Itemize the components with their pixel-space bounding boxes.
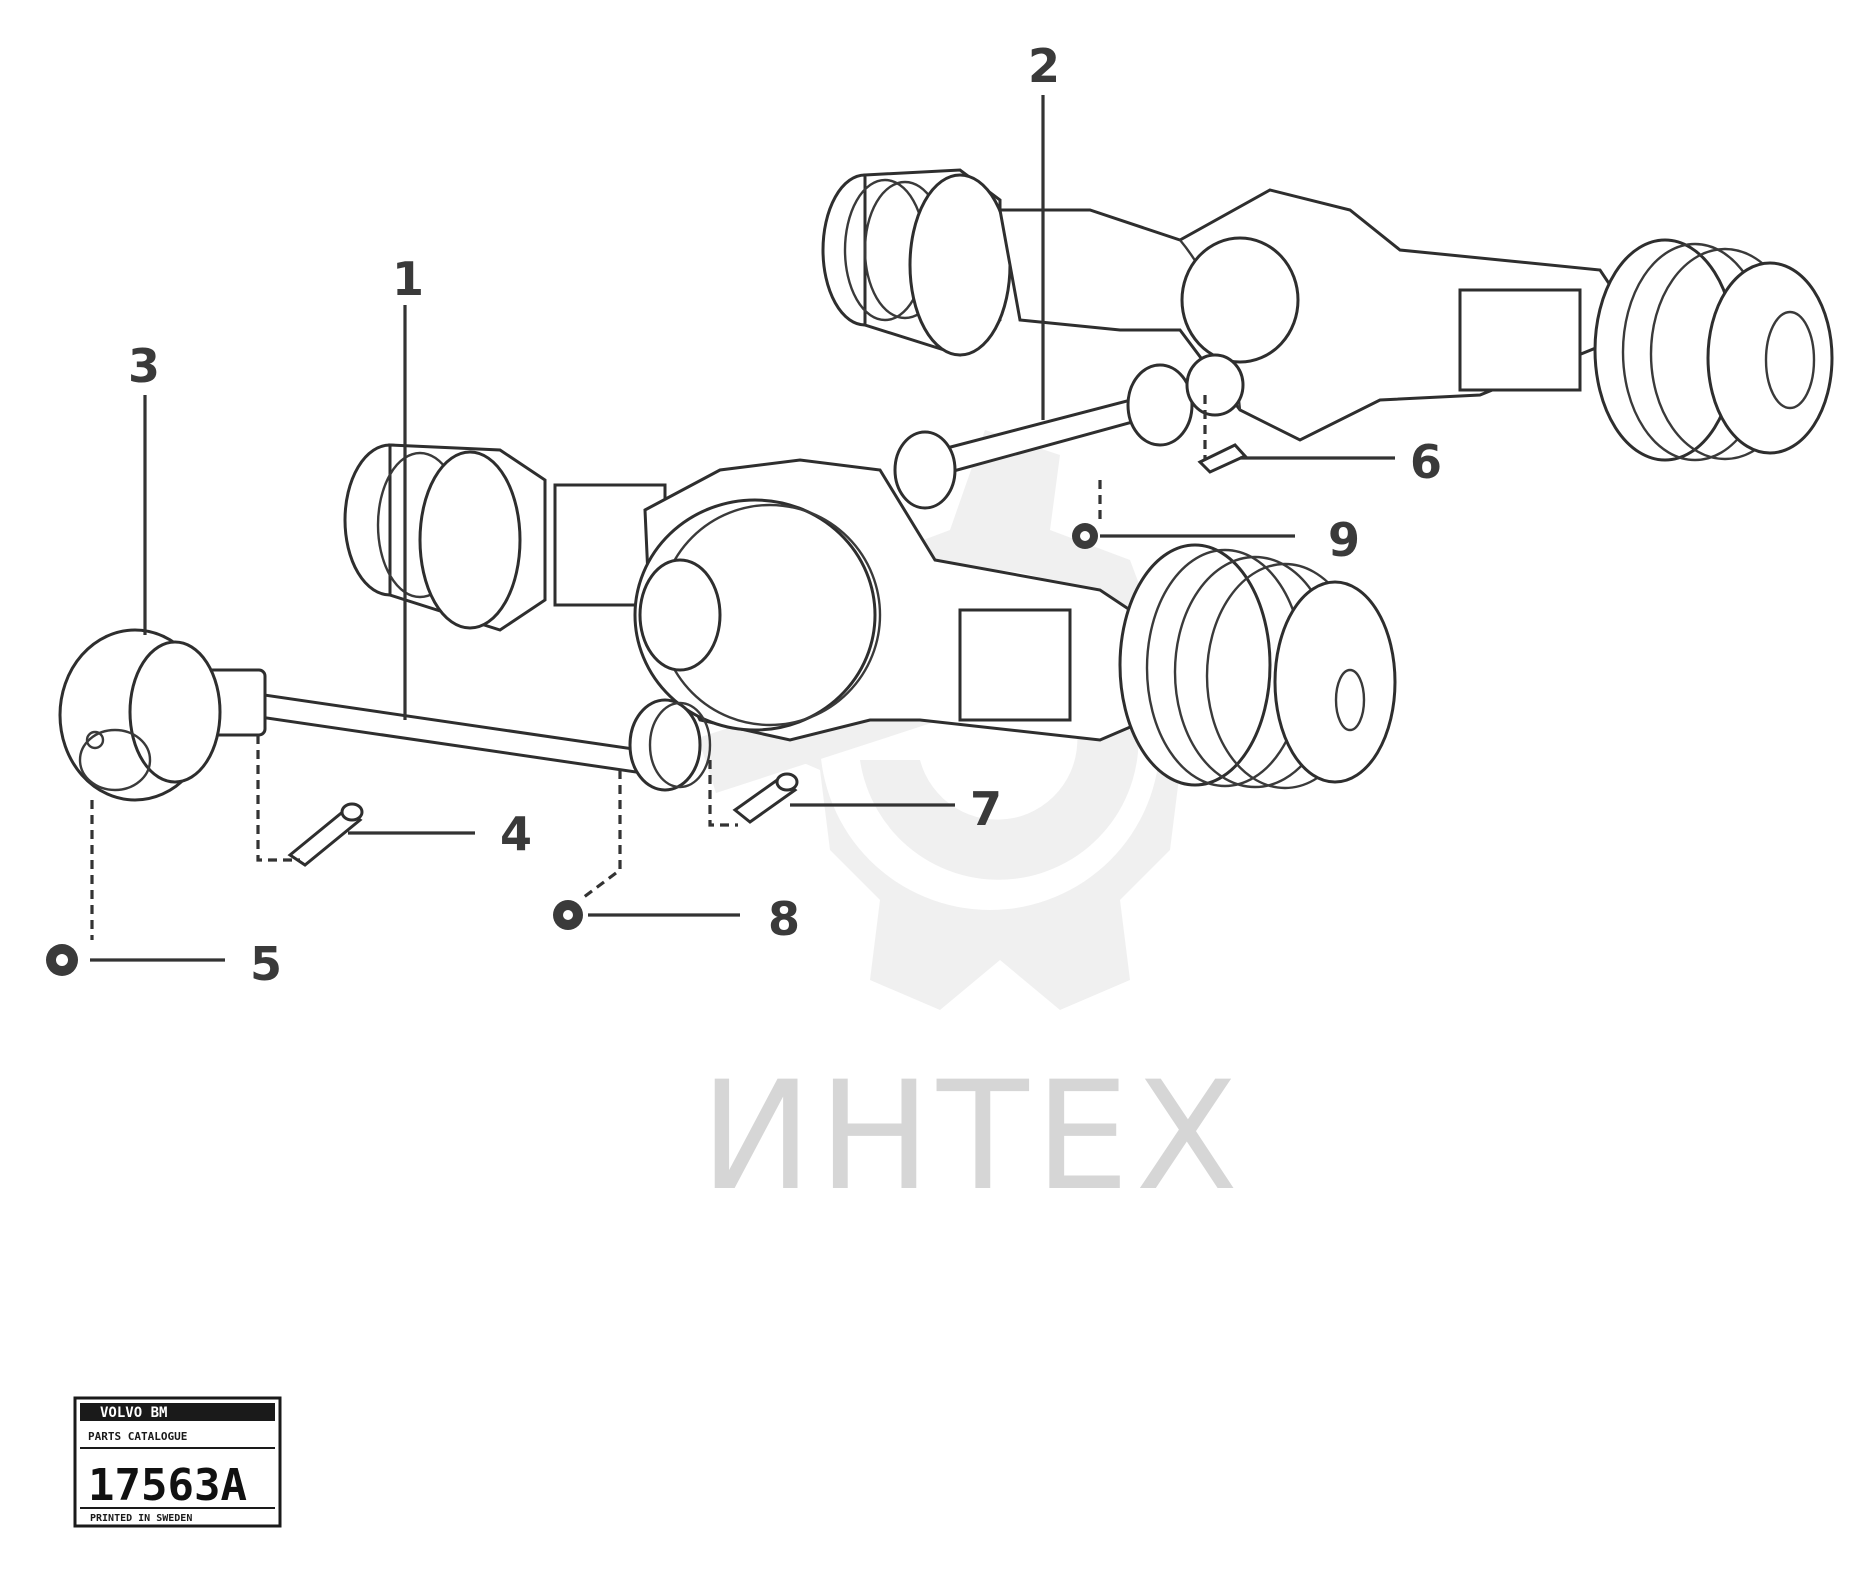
rear-axle [821,168,1834,462]
catalogue-stamp: VOLVO BM PARTS CATALOGUE 17563A PRINTED … [73,1396,282,1528]
nut-5 [46,944,78,976]
bolt-6 [1197,443,1248,474]
callout-3: 3 [128,339,160,393]
propeller-shaft-1 [203,668,712,792]
callout-6: 6 [1410,435,1442,489]
bolt-7 [732,772,799,824]
stamp-bottom-line: PRINTED IN SWEDEN [90,1513,192,1524]
stamp-number: 17563A [88,1460,247,1511]
callout-4: 4 [500,807,532,861]
callout-7: 7 [970,782,1002,836]
watermark-text: ИНТЕХ [700,1050,1244,1224]
flange-3 [58,628,222,802]
callout-1: 1 [392,252,424,306]
leader-lines [90,95,1395,962]
callout-2: 2 [1028,39,1060,93]
callout-9: 9 [1328,513,1360,567]
callout-labels: 2 1 3 4 5 6 7 8 9 [128,39,1442,991]
propeller-shaft-2 [893,353,1245,510]
front-axle [343,443,1397,790]
nut-8 [553,900,583,930]
stamp-brand-line: VOLVO BM [100,1405,167,1421]
callout-8: 8 [768,892,800,946]
callout-5: 5 [250,937,282,991]
bolt-4 [287,802,364,867]
nut-9 [1072,523,1098,549]
stamp-sub-line: PARTS CATALOGUE [88,1430,187,1443]
